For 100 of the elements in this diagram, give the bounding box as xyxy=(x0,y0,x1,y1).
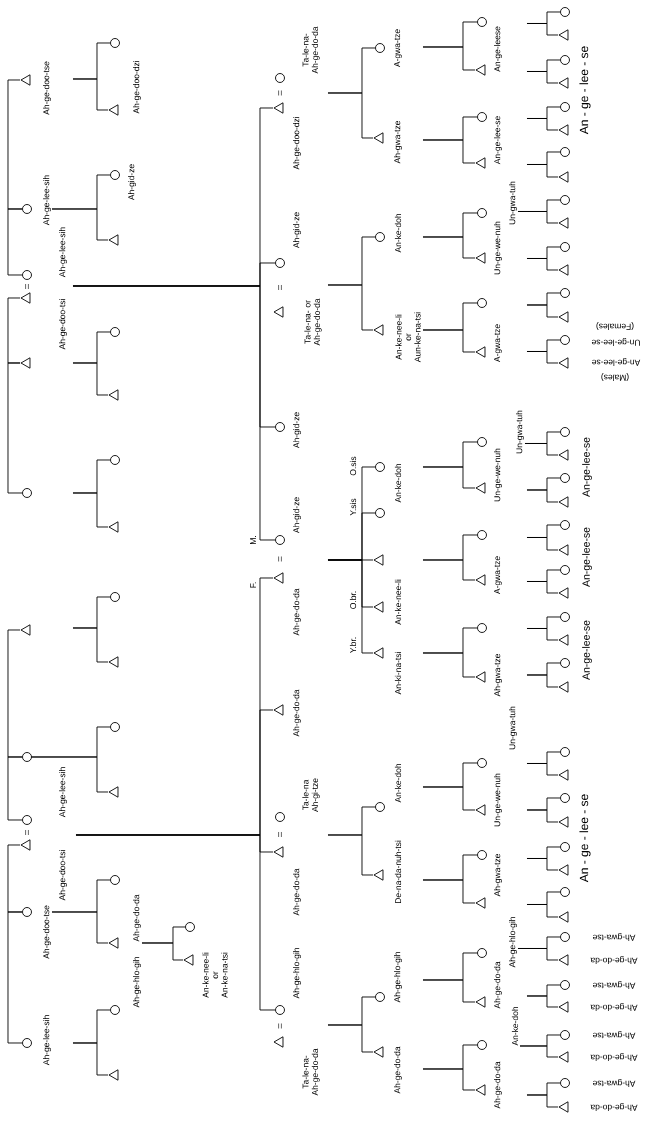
name-label: Ah-gwa-tse xyxy=(592,981,636,989)
descent-line xyxy=(526,71,559,84)
name-label: Ta-le-na- Ah-ge-do-da xyxy=(302,26,320,74)
group-label: An - ge - lee - se xyxy=(579,46,591,135)
descent-line xyxy=(422,652,476,678)
name-label: Ah-ge-do-da xyxy=(133,894,141,942)
triangle-symbol xyxy=(558,769,569,781)
name-label: Un-gwa-tuh xyxy=(509,706,517,750)
name-label: A-gwa-tze xyxy=(394,29,402,68)
name-label: Ah-ge-doo-tsi xyxy=(59,850,67,901)
name-label: Ah-gwa-tse xyxy=(592,1031,636,1039)
triangle-symbol xyxy=(558,311,569,323)
descent-line xyxy=(422,139,476,164)
name-label: Ta-le-na Ah-gi-tze xyxy=(302,778,320,812)
name-label: An-ki-na-tsi xyxy=(394,652,402,695)
name-label: A-gwa-tze xyxy=(494,324,502,363)
descent-line xyxy=(31,756,109,793)
descent-line xyxy=(526,858,559,871)
name-label: Ah-ge-do-da xyxy=(590,1003,638,1011)
triangle-symbol xyxy=(558,124,569,136)
descent-line xyxy=(526,995,559,1008)
name-label: Ah-ge-hlo-gih xyxy=(394,952,402,1003)
sibling-line xyxy=(7,79,23,210)
name-label: An-ke-nee-li or An-ke-na-tsi xyxy=(202,952,228,998)
sibling-line xyxy=(7,911,23,1044)
relation-label: O.br. xyxy=(349,591,357,609)
triangle-symbol xyxy=(108,521,119,533)
triangle-symbol xyxy=(558,496,569,508)
relation-label: M. xyxy=(250,536,256,544)
triangle-symbol xyxy=(558,449,569,461)
descent-line xyxy=(526,23,559,36)
name-label: Ah-ge-doo-tse xyxy=(43,61,51,115)
triangle-symbol xyxy=(108,656,119,668)
descent-line xyxy=(327,1024,374,1053)
name-label: An-ge-leese xyxy=(494,26,502,72)
group-label: An-ge-lee-se xyxy=(582,437,592,497)
name-label: Ta-le-na- or Ah-ge-do-da xyxy=(304,298,322,346)
name-label: Ah-ge-do-da xyxy=(590,956,638,964)
triangle-symbol xyxy=(558,544,569,556)
descent-line xyxy=(517,211,559,224)
name-label: Ah-gwa-tse xyxy=(592,1079,636,1087)
descent-line xyxy=(526,1094,559,1108)
descent-line xyxy=(526,304,559,318)
descent-line xyxy=(526,258,559,271)
relation-label: Y.br. xyxy=(349,637,357,653)
triangle-symbol xyxy=(558,217,569,229)
name-label: Un-ge-we-nuh xyxy=(494,448,502,502)
triangle-symbol xyxy=(558,911,569,923)
descent-line xyxy=(51,911,109,944)
triangle-symbol xyxy=(20,357,31,369)
descent-line xyxy=(517,948,559,961)
descent-line xyxy=(422,236,476,259)
descent-line xyxy=(422,979,476,1003)
descent-line xyxy=(526,763,559,776)
descent-line xyxy=(519,1045,559,1058)
descent-line xyxy=(526,904,559,918)
relation-label: F. xyxy=(250,582,256,588)
triangle-symbol xyxy=(108,234,119,246)
name-label: An-ke-doh xyxy=(394,214,402,253)
name-label: Ah-gwa-tze xyxy=(394,120,402,164)
sibling-line xyxy=(7,844,23,913)
triangle-symbol xyxy=(558,634,569,646)
name-label: Ah-ge-lee-sih xyxy=(59,227,67,278)
sibling-line xyxy=(7,629,23,758)
triangle-symbol xyxy=(108,389,119,401)
relation-label: (Females) xyxy=(596,322,634,330)
group-label: An-ge-lee-se xyxy=(582,527,592,587)
name-label: Un-ge-lee-se xyxy=(591,338,640,346)
relation-label: O.sis xyxy=(349,456,357,476)
name-label: Un-ge-we-nuh xyxy=(494,221,502,275)
triangle-symbol xyxy=(558,681,569,693)
descent-line xyxy=(327,559,374,654)
name-label: Un-gwa-tuh xyxy=(509,181,517,225)
name-label: Ah-gwa-tse xyxy=(592,933,636,941)
name-label: Ah-ge-hlo-gih xyxy=(509,917,517,968)
descent-line xyxy=(422,46,476,71)
group-label: An - ge - lee - se xyxy=(579,794,591,883)
triangle-symbol xyxy=(558,587,569,599)
triangle-symbol xyxy=(373,554,384,566)
descent-line xyxy=(141,942,184,961)
name-label: Ah-ge-doo-dzi xyxy=(133,61,141,114)
triangle-symbol xyxy=(108,1069,119,1081)
descent-line xyxy=(526,351,559,364)
name-label: Ah-gid-ze xyxy=(293,412,301,449)
triangle-symbol xyxy=(558,77,569,89)
relation-label: (Males) xyxy=(601,373,629,381)
descent-line xyxy=(526,164,559,178)
descent-line xyxy=(422,786,476,811)
name-label: A-gwa-tze xyxy=(494,556,502,595)
descent-line xyxy=(327,284,374,331)
descent-line xyxy=(524,443,559,456)
name-label: An-ke-doh xyxy=(511,1007,519,1046)
triangle-symbol xyxy=(558,171,569,183)
descent-line xyxy=(526,581,559,594)
name-label: Ah-ge-doo-dzi xyxy=(293,117,301,170)
descent-line xyxy=(422,1068,476,1091)
triangle-symbol xyxy=(558,864,569,876)
sibling-line xyxy=(7,297,21,364)
name-label: Ah-ge-do-da xyxy=(394,1046,402,1094)
sibling-line xyxy=(7,208,23,276)
